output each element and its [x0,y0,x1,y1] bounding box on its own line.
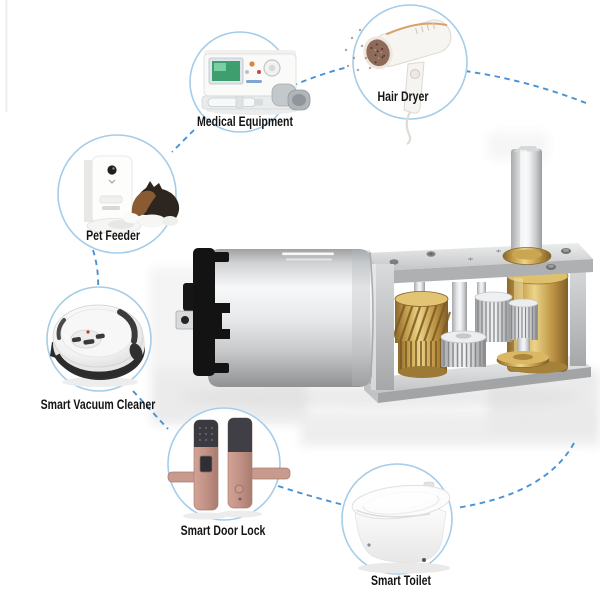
motor-body [208,249,374,387]
label-smart-toilet: Smart Toilet [370,573,432,588]
air-particles [344,28,372,72]
syringe [207,97,257,107]
output-shaft [502,146,552,265]
photo-edge-line [5,0,8,112]
connector-line [277,485,345,506]
gear-motor-illustration [175,146,593,409]
smart-door-lock-illustration [167,417,291,520]
label-medical-equipment: Medical Equipment [197,114,293,129]
pet-feeder-illustration [84,155,180,234]
bubble-circle [167,407,281,521]
connector-line [171,129,195,153]
silver-small-gear [508,298,539,340]
robot-vacuum-illustration [50,304,145,387]
connector-line [291,66,349,87]
fingerprint-window [199,455,213,473]
connector-line [132,390,169,430]
label-smart-door-lock: Smart Door Lock [180,523,266,538]
gear-shaft [477,282,486,300]
bubble-smart-vacuum-cleaner [46,286,152,392]
bubble-smart-door-lock [167,407,291,521]
lock-handle-right [249,467,291,480]
lock-handle-left [167,471,199,483]
connector-line [455,442,575,509]
connector-lines [92,66,587,509]
brass-flange [496,338,550,368]
gear-shaft [452,282,467,340]
bubble-hair-dryer [344,4,468,145]
medical-equipment-illustration [201,50,311,115]
motor-end-cap [175,248,230,376]
label-pet-feeder: Pet Feeder [86,228,140,243]
connector-line [464,70,587,104]
bubble-smart-toilet [341,463,453,575]
gearbox-right-post [570,262,586,366]
silver-spur-gear [440,330,487,367]
feeder-camera [107,165,117,175]
dog [123,181,180,228]
brass-worm-gear [390,291,452,378]
connector-line [92,249,100,291]
dryer-intake-face [363,36,393,70]
bubble-pet-feeder [57,134,180,254]
vacuum-control-panel [70,329,102,349]
hair-dryer-illustration [344,19,452,145]
gearbox-left-wall [371,264,394,390]
smart-toilet-illustration [351,481,451,574]
label-hair-dryer: Hair Dryer [377,89,429,104]
label-smart-vacuum-cleaner: Smart Vacuum Cleaner [40,397,156,412]
bubble-medical-equipment [189,31,311,133]
